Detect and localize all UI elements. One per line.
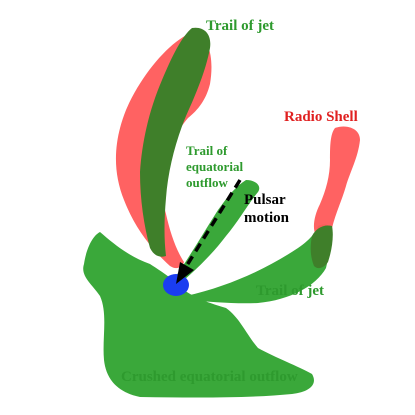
label-radio-shell: Radio Shell — [284, 109, 358, 125]
left-jet-trail-region — [140, 27, 211, 257]
label-trail-of-jet-right: Trail of jet — [256, 283, 324, 299]
label-crushed-equatorial-outflow: Crushed equatorial outflow — [121, 369, 298, 385]
label-trail-of-jet-top: Trail of jet — [206, 18, 274, 34]
label-trail-of-equatorial-outflow: Trail of equatorial outflow — [186, 143, 246, 190]
pulsar-marker — [163, 274, 189, 296]
pulsar-motion-arrow-line — [182, 179, 242, 271]
label-trail-of-equatorial-outflow-line-1: Trail of — [186, 143, 228, 158]
label-pulsar-motion-line-1: Pulsar — [244, 192, 286, 208]
label-trail-of-equatorial-outflow-line-3: outflow — [186, 175, 229, 190]
label-pulsar-motion: Pulsar motion — [244, 192, 290, 226]
right-shell-overlap-region — [310, 225, 333, 269]
label-trail-of-equatorial-outflow-line-2: equatorial — [186, 159, 243, 174]
equatorial-outflow-trail-region — [176, 180, 260, 280]
radio-shell-right-arc — [313, 126, 360, 238]
label-pulsar-motion-line-2: motion — [244, 210, 290, 226]
right-jet-trail-region — [186, 224, 333, 304]
crushed-equatorial-outflow-region — [83, 232, 314, 398]
pulsar-motion-arrowhead — [176, 262, 194, 284]
